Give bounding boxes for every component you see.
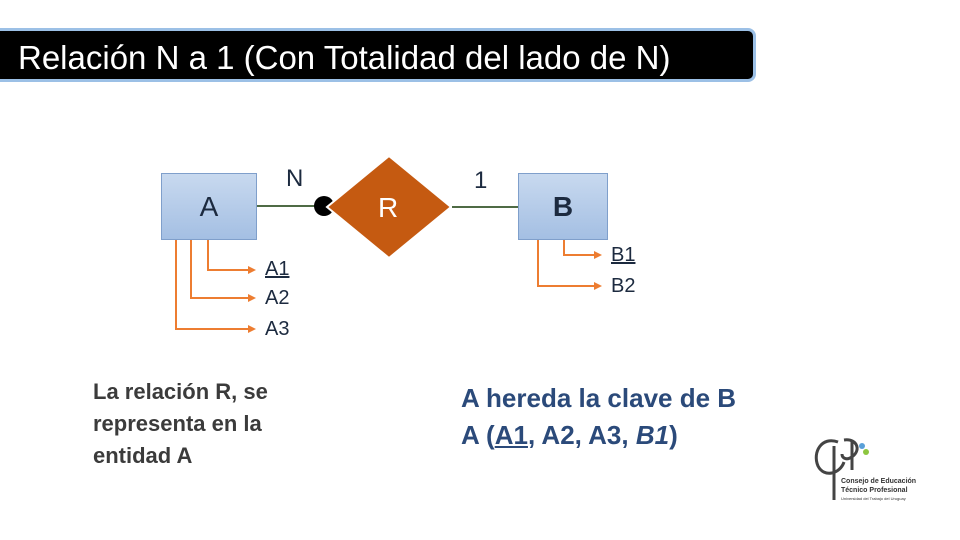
logo-line: Universidad del Trabajo del Uruguay (841, 495, 906, 501)
attribute-a1: A1 (265, 258, 290, 280)
attribute-a3: A3 (265, 318, 290, 340)
note-left-line: entidad A (93, 442, 193, 468)
cardinality-n-label: N (286, 165, 304, 192)
note-right-text: A ( (461, 419, 495, 450)
note-right-line2: A (A1, A2, A3, B1) (461, 417, 736, 454)
note-right-foreign-key: B1 (635, 419, 670, 450)
slide-title: Relación N a 1 (Con Totalidad del lado d… (18, 39, 671, 76)
note-left-line: representa en la (93, 410, 262, 436)
entity-b: B (518, 173, 608, 240)
cetp-logo-leaf-icon (859, 443, 869, 455)
entity-a: A (161, 173, 257, 240)
cardinality-1-label: 1 (474, 167, 488, 194)
attribute-b1: B1 (611, 244, 636, 266)
note-left-line: La relación R, se (93, 379, 268, 404)
cetp-logo-icon (814, 438, 859, 500)
attributes-b-connectors (537, 240, 596, 287)
attributes-b-arrowheads (594, 251, 602, 290)
attributes-a-arrowheads (248, 266, 256, 333)
note-right-key: A1 (494, 419, 528, 450)
title-bar: Relación N a 1 (Con Totalidad del lado d… (0, 28, 756, 82)
note-right-text: , A2, A3, (527, 419, 636, 450)
attribute-b2: B2 (611, 275, 636, 297)
totality-dot (314, 196, 334, 216)
relationship-label: R (378, 192, 399, 223)
attribute-a2: A2 (265, 287, 290, 309)
logo-caption: Consejo de Educación Técnico Profesional… (841, 478, 916, 501)
note-right: A hereda la clave de B A (A1, A2, A3, B1… (461, 380, 736, 454)
logo-line: Consejo de Educación (841, 478, 917, 485)
note-right-text: ) (669, 419, 678, 450)
note-right-line1: A hereda la clave de B (461, 383, 737, 413)
attributes-a-connectors (175, 240, 250, 330)
relationship-diamond (325, 154, 453, 260)
logo-line: Técnico Profesional (841, 486, 908, 494)
note-left: La relación R, se representa en la entid… (93, 376, 268, 472)
